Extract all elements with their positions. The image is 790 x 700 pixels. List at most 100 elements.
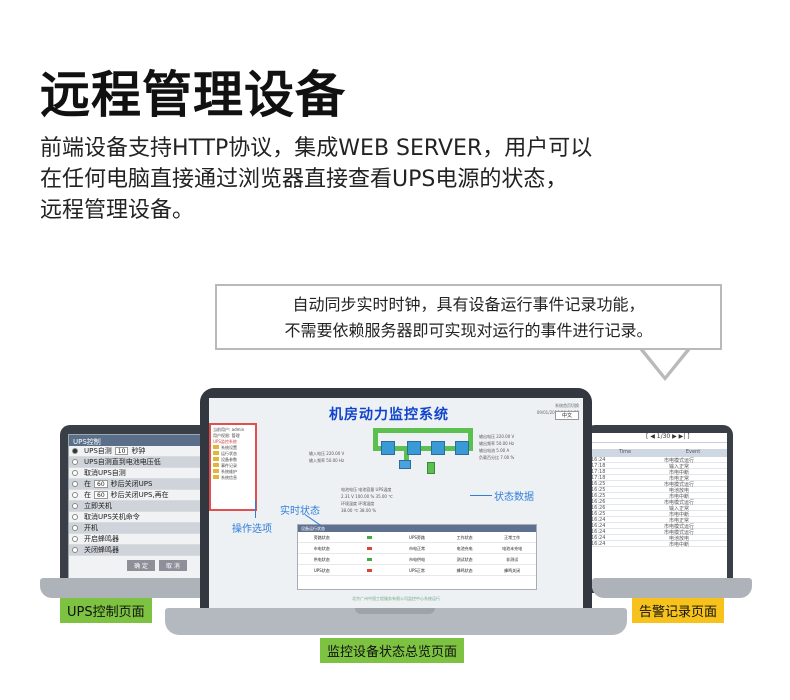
menu-item[interactable]: 系统维护 (213, 469, 253, 475)
radio-button[interactable] (72, 503, 78, 509)
page-title: 远程管理设备 (40, 66, 346, 124)
log-event: 市电模式运行 (663, 458, 694, 464)
ups-command-row[interactable]: 取消UPS自测 (69, 468, 245, 479)
log-row: 17:18 输入正常 (591, 463, 727, 470)
log-event: 市电模式运行 (663, 524, 694, 530)
status-cell: UPS正常 (409, 568, 425, 573)
status-cell: 正常工作 (504, 535, 521, 540)
ups-command-suffix: 秒钟 (131, 447, 146, 455)
ups-command-label: 开机 (84, 524, 98, 532)
status-cell: UPS旁路 (409, 535, 425, 540)
log-time: 16:25 (591, 481, 606, 487)
seconds-input[interactable]: 60 (94, 480, 108, 488)
menu-item[interactable]: 事件记录 (213, 463, 253, 469)
ups-control-tag: UPS控制页面 (60, 598, 152, 623)
radio-button[interactable] (72, 481, 78, 487)
radio-button[interactable] (72, 514, 78, 520)
log-time: 17:18 (591, 469, 606, 475)
radio-button[interactable] (72, 525, 78, 531)
ups-command-row[interactable]: UPS自测直到电池电压低 (69, 457, 245, 468)
callout-tail (638, 346, 692, 381)
home-switch-link[interactable]: 系统首页切换 (555, 403, 579, 408)
status-cell: 非测试 (506, 557, 519, 562)
ups-control-header: UPS控制 (69, 435, 245, 446)
callout-line: 自动同步实时时钟，具有设备运行事件记录功能， (292, 295, 645, 314)
annotation-line-operation (255, 500, 256, 518)
log-time: 16:25 (591, 493, 606, 499)
menu-user: 当前用户: admin (213, 427, 245, 432)
status-cell: 蜂鸣关闭 (504, 568, 521, 573)
ups-command-label: 在 (84, 491, 91, 499)
log-time: 16:24 (591, 523, 606, 529)
battery-readings: 电池电压 电池容量 UPS温度 2.31 V 100.00 % 35.00 ℃ … (341, 487, 393, 513)
ups-command-row[interactable]: 开机 (69, 523, 245, 534)
log-time: 16:26 (591, 505, 606, 511)
menu-item[interactable]: 系统设置 (213, 445, 253, 451)
battery-level-icon (427, 462, 435, 474)
ups-command-row[interactable]: 关闭蜂鸣器 (69, 545, 245, 556)
ups-command-label: UPS自测 (84, 447, 112, 455)
radio-button[interactable] (72, 547, 78, 553)
footer-text: 北京广州中国工程服务有限公司监控中心系统运行 (352, 596, 440, 601)
pager-toolbar[interactable]: [ ◀ 1/30 ▶ ▶| ] (591, 433, 727, 443)
radio-button[interactable] (72, 470, 78, 476)
system-title: 机房动力监控系统 (329, 407, 449, 423)
folder-icon (213, 457, 219, 461)
annotation-status-data: 状态数据 (494, 492, 534, 503)
log-time: 16:25 (591, 487, 606, 493)
language-select[interactable]: 中文 (554, 411, 579, 420)
description: 前端设备支持HTTP协议，集成WEB SERVER，用户可以 在任何电脑直接通过… (40, 133, 740, 226)
status-cell: 工作状态 (456, 535, 473, 540)
cancel-button[interactable]: 取 消 (159, 560, 187, 571)
status-cell: 蜂鸣状态 (456, 568, 473, 573)
radio-button[interactable] (72, 448, 78, 454)
radio-button[interactable] (72, 536, 78, 542)
radio-button[interactable] (72, 459, 78, 465)
status-cell: 市电状态 (313, 546, 330, 551)
log-column-event: Event (685, 449, 701, 455)
menu-item[interactable]: 系统信息 (213, 475, 253, 481)
status-row: 供电状态市电供电测试状态非测试 (298, 554, 536, 565)
menu-item[interactable]: 运行状态 (213, 451, 253, 457)
folder-icon (213, 451, 219, 455)
inverter-icon (407, 441, 421, 455)
seconds-input[interactable]: 10 (114, 447, 129, 455)
ups-command-label: 取消UPS自测 (84, 469, 126, 477)
confirm-button[interactable]: 确 定 (127, 560, 155, 571)
ups-command-row[interactable]: 取消UPS关机命令 (69, 512, 245, 523)
radio-button[interactable] (72, 492, 78, 498)
alarm-log-tag: 告警记录页面 (632, 598, 725, 623)
pipe-top (373, 428, 473, 433)
status-row: UPS状态 UPS正常 蜂鸣状态 蜂鸣关闭 (298, 565, 536, 576)
seconds-input[interactable]: 60 (94, 491, 108, 499)
folder-icon (213, 463, 219, 467)
log-event: 市电中断 (668, 542, 689, 548)
log-event: 市电正常 (668, 476, 689, 482)
ups-command-row[interactable]: 立即关机 (69, 501, 245, 512)
status-cell: UPS状态 (313, 568, 330, 573)
menu-system[interactable]: UPS监控系统 (213, 439, 237, 444)
status-indicator-icon (366, 536, 372, 539)
ups-command-row[interactable]: 开启蜂鸣器 (69, 534, 245, 545)
status-cell: 测试状态 (456, 557, 473, 562)
log-event: 市电模式运行 (663, 482, 694, 488)
log-event: 输入正常 (668, 464, 689, 470)
status-indicator-icon (366, 558, 372, 561)
log-column-time: Time (618, 449, 632, 455)
folder-icon (213, 475, 219, 479)
right-laptop-base (592, 578, 752, 598)
menu-item[interactable]: 设备参数 (213, 457, 253, 463)
log-time: 17:18 (591, 463, 606, 469)
status-table-header: 设备运行状态 (298, 525, 536, 532)
switch-icon (431, 441, 445, 455)
